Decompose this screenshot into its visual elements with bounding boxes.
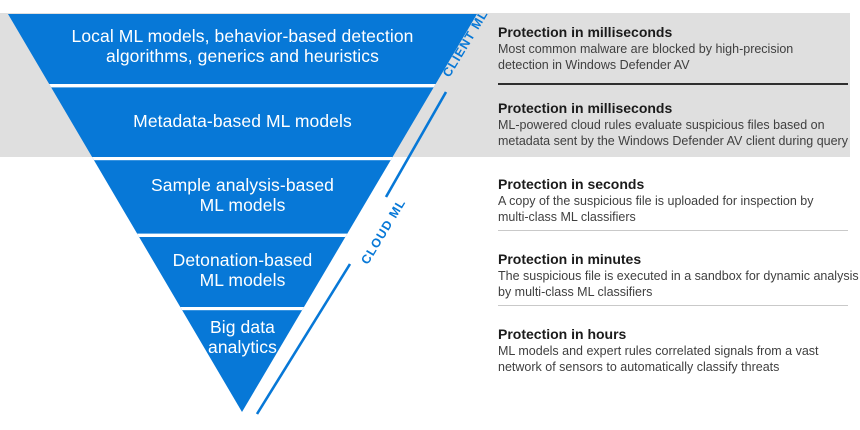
detail-title: Protection in milliseconds <box>498 100 673 116</box>
detail-body-line: detection in Windows Defender AV <box>498 57 690 72</box>
funnel-layer-label-4: Detonation-based ML models <box>0 250 485 290</box>
funnel-layer-4-line-1: Detonation-based <box>172 250 313 270</box>
detail-body-line: A copy of the suspicious file is uploade… <box>498 194 814 208</box>
funnel-layer-label-2: Metadata-based ML models <box>0 111 485 132</box>
detail-title: Protection in minutes <box>498 251 642 267</box>
detail-block-milliseconds-cloud: Protection in milliseconds ML-powered cl… <box>498 100 858 149</box>
funnel-layer-2-line-1: Metadata-based ML models <box>133 111 352 131</box>
layer-divider-1 <box>8 84 477 88</box>
funnel-layer-1-line-1: Local ML models, behavior-based detectio… <box>71 26 414 46</box>
detail-body-line: ML-powered cloud rules evaluate suspicio… <box>498 118 825 132</box>
funnel-layer-label-5: Big data analytics <box>0 317 485 357</box>
funnel-triangle <box>8 14 477 412</box>
layer-divider-2 <box>8 157 477 161</box>
detail-divider-dark <box>498 83 848 85</box>
detail-block-seconds: Protection in seconds A copy of the susp… <box>498 176 858 225</box>
detail-body-line: ML models and expert rules correlated si… <box>498 344 819 358</box>
funnel-layer-4-line-2: ML models <box>199 269 286 290</box>
funnel-layer-label-3: Sample analysis-based ML models <box>0 175 485 215</box>
funnel-graphic <box>8 14 477 415</box>
detail-body-line: network of sensors to automatically clas… <box>498 359 780 374</box>
detail-title: Protection in milliseconds <box>498 24 673 40</box>
funnel-layer-5-line-1: Big data <box>209 317 275 337</box>
detail-body-line: Most common malware are blocked by high-… <box>498 42 794 56</box>
detail-divider-light-2 <box>498 305 848 306</box>
layer-divider-4 <box>8 307 477 311</box>
funnel-layer-3-line-2: ML models <box>199 194 286 215</box>
funnel-layer-label-1: Local ML models, behavior-based detectio… <box>0 26 485 66</box>
funnel-layer-1-line-2: algorithms, generics and heuristics <box>106 45 379 66</box>
funnel-layer-3-line-1: Sample analysis-based <box>150 175 335 195</box>
detail-block-minutes: Protection in minutes The suspicious fil… <box>498 251 859 300</box>
layer-divider-3 <box>8 233 477 237</box>
client-cloud-bracket-line-upper <box>384 91 448 198</box>
client-cloud-bracket-line-lower <box>255 263 352 415</box>
detail-body-line: metadata sent by the Windows Defender AV… <box>498 133 848 148</box>
detail-body-line: The suspicious file is executed in a san… <box>498 269 859 283</box>
detail-block-hours: Protection in hours ML models and expert… <box>498 326 858 375</box>
detail-divider-light-1 <box>498 230 848 231</box>
funnel-layer-5-line-2: analytics <box>208 336 277 357</box>
detail-block-milliseconds-client: Protection in milliseconds Most common m… <box>498 24 858 73</box>
detail-title: Protection in seconds <box>498 176 645 192</box>
detail-body-line: by multi-class ML classifiers <box>498 284 653 299</box>
detail-title: Protection in hours <box>498 326 627 342</box>
detail-body-line: multi-class ML classifiers <box>498 209 636 224</box>
